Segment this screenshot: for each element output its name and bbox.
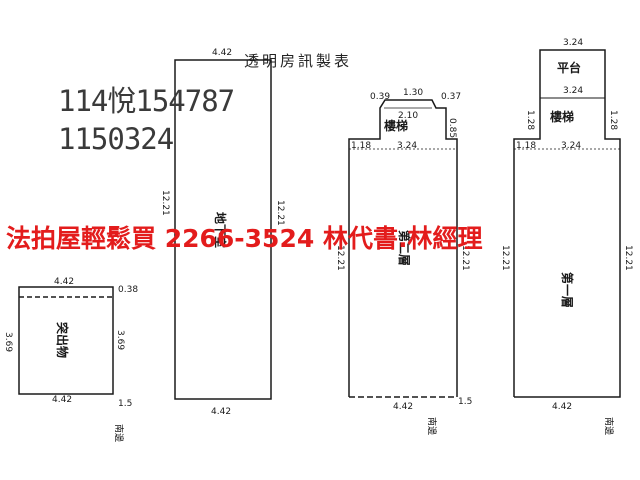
outbuilding-bottom-dim: 4.42 (52, 395, 72, 405)
first-floor-bottom-dim: 4.42 (552, 402, 572, 412)
outbuilding-room-label: 突出物 (55, 322, 70, 358)
case-number: 114悅154787 (58, 84, 235, 118)
first-floor-stair-label: 樓梯 (550, 109, 574, 124)
second-floor-bottom-dim: 4.42 (393, 402, 413, 412)
outbuilding-right-dim-b: 3.69 (115, 330, 125, 350)
outbuilding-plan (18, 286, 114, 395)
first-floor-plan (513, 49, 621, 398)
first-floor-left-dim: 12.21 (500, 245, 510, 271)
first-floor-right-dim: 12.21 (623, 245, 633, 271)
second-floor-offset-dim: 1.5 (458, 397, 472, 407)
second-floor-stair-label: 樓梯 (384, 118, 408, 133)
second-floor-stair-width-dim: 2.10 (398, 111, 418, 121)
first-floor-step-dim: 1.18 (516, 141, 536, 151)
second-floor-plan (348, 99, 458, 398)
case-date: 1150324 (58, 122, 174, 156)
second-floor-top-right-dim: 0.37 (441, 92, 461, 102)
first-floor-main-top-dim: 3.24 (561, 141, 581, 151)
second-floor-stair-side-dim: 0.85 (447, 118, 457, 138)
second-floor-left-dim: 12.21 (335, 245, 345, 271)
basement-bottom-dim: 4.42 (211, 407, 231, 417)
outbuilding-top-dim: 4.42 (54, 277, 74, 287)
second-floor-top-left-dim: 0.39 (370, 92, 390, 102)
basement-right-dim: 12.21 (275, 200, 285, 226)
second-floor-top-mid-dim: 1.30 (403, 88, 423, 98)
basement-left-dim: 12.21 (160, 190, 170, 216)
second-floor-main-top-dim: 3.24 (397, 141, 417, 151)
first-floor-platform-label: 平台 (557, 60, 581, 75)
basement-room-label: 地下室 (213, 212, 228, 248)
first-floor-room-label: 第一層 (560, 272, 575, 308)
basement-top-dim: 4.42 (212, 48, 232, 58)
second-floor-room-label: 第二層 (397, 230, 412, 266)
first-floor-side-dim-b: 1.28 (608, 110, 618, 130)
outbuilding-orientation: 南邊 (113, 424, 125, 442)
second-floor-orientation: 南邊 (426, 417, 438, 435)
outbuilding-left-dim: 3.69 (3, 332, 13, 352)
first-floor-top-dim: 3.24 (563, 38, 583, 48)
second-floor-right-dim: 12.21 (460, 245, 470, 271)
outbuilding-offset-dim: 1.5 (118, 399, 132, 409)
basement-plan (174, 59, 272, 400)
first-floor-side-dim-a: 1.28 (525, 110, 535, 130)
second-floor-step-dim: 1.18 (351, 141, 371, 151)
outbuilding-right-dim-a: 0.38 (118, 285, 138, 295)
first-floor-mid-dim: 3.24 (563, 86, 583, 96)
promo-banner: 法拍屋輕鬆買 2266-3524 林代書.林經理 (6, 224, 483, 253)
first-floor-orientation: 南邊 (603, 417, 615, 435)
